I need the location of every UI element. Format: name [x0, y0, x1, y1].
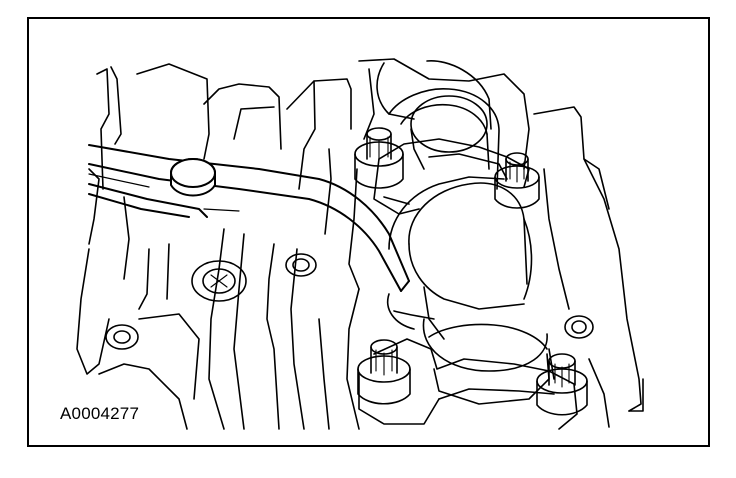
camshaft-housing [318, 58, 644, 430]
engine-illustration [76, 58, 644, 430]
feeler-gauge-tool [88, 144, 410, 292]
cap-bolt-lower-right [536, 353, 588, 416]
bore-holes [105, 253, 594, 350]
cap-bolt-upper-left [354, 127, 404, 189]
cap-bolt-upper-right [494, 152, 540, 209]
cylinder-head-casting [76, 63, 352, 430]
camshaft [387, 88, 550, 405]
cap-bolt-lower-left [357, 339, 411, 405]
figure-id-label: A0004277 [60, 404, 140, 423]
figure-frame: A0004277 [27, 17, 710, 447]
bearing-cap-upper [373, 138, 530, 215]
